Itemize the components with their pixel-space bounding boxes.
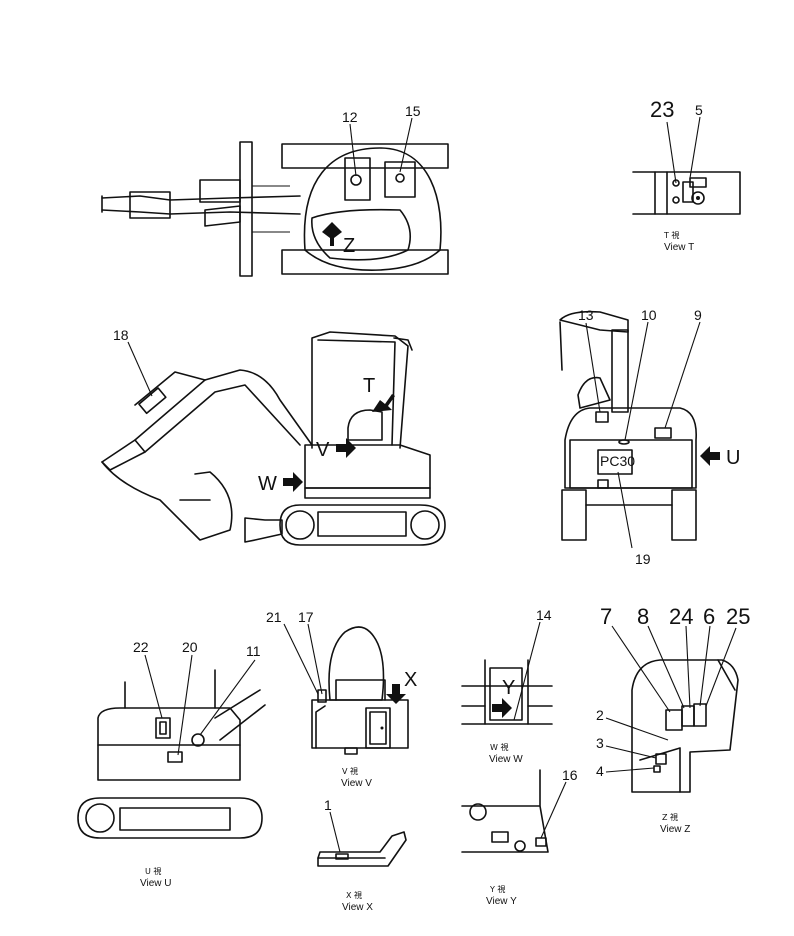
top-view: Z 12 15: [101, 103, 449, 277]
callout-20: 20: [182, 639, 198, 655]
view-letter-v-side: V: [316, 439, 330, 461]
callout-19: 19: [635, 551, 651, 567]
callout-22: 22: [133, 639, 149, 655]
callout-5: 5: [695, 102, 703, 118]
callout-13: 13: [578, 307, 594, 323]
view-letter-w-side: W: [258, 473, 277, 495]
view-z-caption-en: View Z: [660, 824, 690, 835]
view-t-caption-jp: T 視: [663, 231, 679, 240]
callout-6: 6: [703, 604, 715, 629]
callout-23: 23: [650, 97, 674, 122]
view-v-caption-en: View V: [341, 778, 372, 789]
rear-plate-text: PC30: [600, 453, 635, 469]
callout-4: 4: [596, 763, 604, 779]
view-t-caption-en: View T: [664, 242, 694, 253]
view-x-caption-jp: X 視: [346, 891, 362, 900]
callout-8: 8: [637, 604, 649, 629]
callout-10: 10: [641, 307, 657, 323]
view-u-panel: 22 20 11 U 視 View U: [77, 639, 266, 889]
view-z-caption-jp: Z 視: [662, 813, 678, 822]
view-letter-z-top: Z: [343, 235, 355, 257]
side-view: 18 T V W: [101, 327, 446, 546]
view-x-panel: 1 X 視 View X: [317, 797, 407, 913]
callout-25: 25: [726, 604, 750, 629]
callout-18: 18: [113, 327, 129, 343]
view-letter-t-side: T: [363, 375, 375, 397]
view-letter-x: X: [404, 669, 417, 691]
view-w-caption-jp: W 視: [490, 743, 508, 752]
callout-1: 1: [324, 797, 332, 813]
view-letter-u-rear: U: [726, 447, 740, 469]
callout-7: 7: [600, 604, 612, 629]
view-v-panel: 21 17 X V 視 View V: [266, 609, 417, 789]
callout-16: 16: [562, 767, 578, 783]
callout-12: 12: [342, 109, 358, 125]
callout-17: 17: [298, 609, 314, 625]
callout-2: 2: [596, 707, 604, 723]
view-w-caption-en: View W: [489, 754, 523, 765]
callout-3: 3: [596, 735, 604, 751]
view-z-panel: 7 8 24 6 25 2 3 4 Z 視 View Z: [596, 604, 750, 835]
callout-21: 21: [266, 609, 282, 625]
view-y-panel: 16 Y 視 View Y: [461, 767, 578, 907]
view-w-panel: 14 Y W 視 View W: [461, 607, 553, 765]
callout-14: 14: [536, 607, 552, 623]
view-u-caption-en: View U: [140, 878, 172, 889]
callout-9: 9: [694, 307, 702, 323]
view-u-caption-jp: U 視: [145, 867, 161, 876]
view-v-caption-jp: V 視: [342, 767, 358, 776]
callout-15: 15: [405, 103, 421, 119]
callout-11: 11: [246, 643, 261, 659]
callout-24: 24: [669, 604, 693, 629]
view-y-caption-jp: Y 視: [489, 885, 505, 894]
view-t-panel: 23 5 T 視 View T: [632, 97, 741, 253]
rear-view: PC30 13 10 9 19 U: [559, 307, 740, 567]
view-letter-y: Y: [502, 677, 515, 699]
view-x-caption-en: View X: [342, 902, 373, 913]
view-y-caption-en: View Y: [486, 896, 517, 907]
